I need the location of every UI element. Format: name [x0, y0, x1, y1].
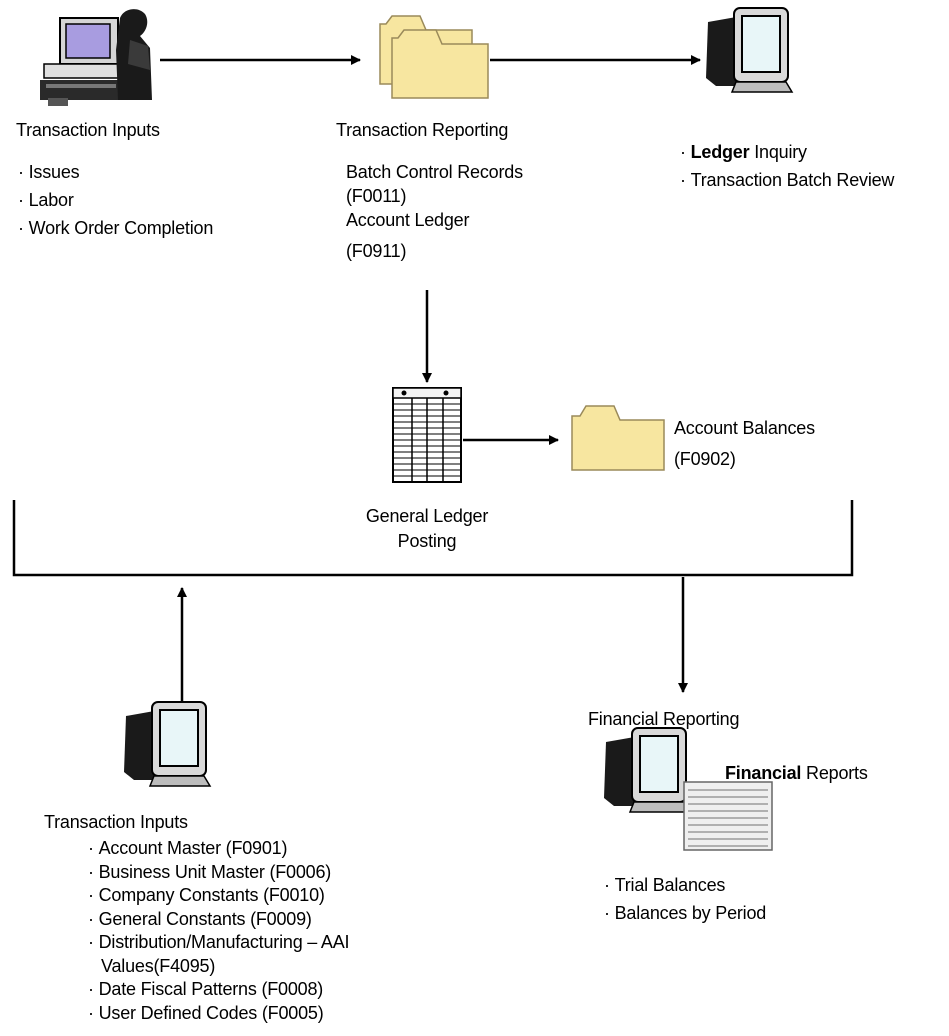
list-item: Labor [18, 186, 213, 214]
account-ledger-label: Account Ledger [346, 210, 470, 230]
list-item: Trial Balances [604, 871, 766, 899]
workstation-icon [40, 9, 152, 106]
transaction-inputs-list: Issues Labor Work Order Completion [18, 158, 214, 242]
inquiry-list: Ledger Inquiry Transaction Batch Review [680, 138, 895, 194]
list-item: Issues [18, 158, 213, 186]
financial-reporting-list: Trial Balances Balances by Period [604, 871, 767, 927]
reports-rest-text: Reports [801, 763, 868, 783]
account-balances-folder-icon [571, 405, 665, 471]
list-item: Date Fiscal Patterns (F0008) [88, 978, 349, 1002]
financial-reporting-title: Financial Reporting [588, 709, 740, 729]
account-ledger-code: (F0911) [346, 241, 407, 261]
distribution-item-continuation: Values(F4095) [101, 955, 216, 976]
list-item: Account Master (F0901) [88, 837, 349, 861]
general-ledger-posting-line2: Posting [397, 531, 457, 551]
list-item: Ledger Inquiry [680, 138, 894, 166]
monitor-icon [705, 7, 793, 93]
folder-stack-icon [379, 15, 489, 99]
list-item: Company Constants (F0010) [88, 884, 349, 908]
financial-bold-text: Financial [725, 763, 802, 783]
account-balances-code: (F0902) [674, 449, 736, 469]
distribution-item-text: Distribution/Manufacturing – AAI [98, 932, 350, 952]
list-item: Balances by Period [604, 899, 767, 927]
list-item: Transaction Batch Review [680, 166, 895, 194]
bracket-line [12, 500, 854, 577]
transaction-inputs-bottom-title: Transaction Inputs [44, 812, 188, 832]
batch-control-records-label: Batch Control Records [346, 162, 523, 182]
list-item: Work Order Completion [18, 214, 214, 242]
account-balances-label: Account Balances [674, 418, 815, 438]
transaction-inputs-title: Transaction Inputs [16, 120, 160, 140]
batch-control-records-code: (F0011) [346, 186, 407, 206]
ledger-sheet-icon [392, 387, 462, 483]
ledger-bold-text: Ledger [690, 142, 750, 162]
transaction-reporting-title: Transaction Reporting [336, 120, 509, 140]
list-item: Business Unit Master (F0006) [88, 861, 349, 885]
transaction-inputs-bottom-list: Account Master (F0901) Business Unit Mas… [88, 837, 350, 1026]
general-ledger-posting-line1: General Ledger [365, 506, 489, 526]
financial-reports-label: Financial Reports [725, 762, 868, 784]
inquiry-rest-text: Inquiry [749, 142, 807, 162]
list-item: General Constants (F0009) [88, 908, 349, 932]
list-item: User Defined Codes (F0005) [88, 1002, 349, 1026]
monitor-icon-bottom [123, 701, 211, 787]
list-item: Distribution/Manufacturing – AAI Values(F… [88, 931, 350, 978]
financial-reports-icon [603, 727, 773, 851]
